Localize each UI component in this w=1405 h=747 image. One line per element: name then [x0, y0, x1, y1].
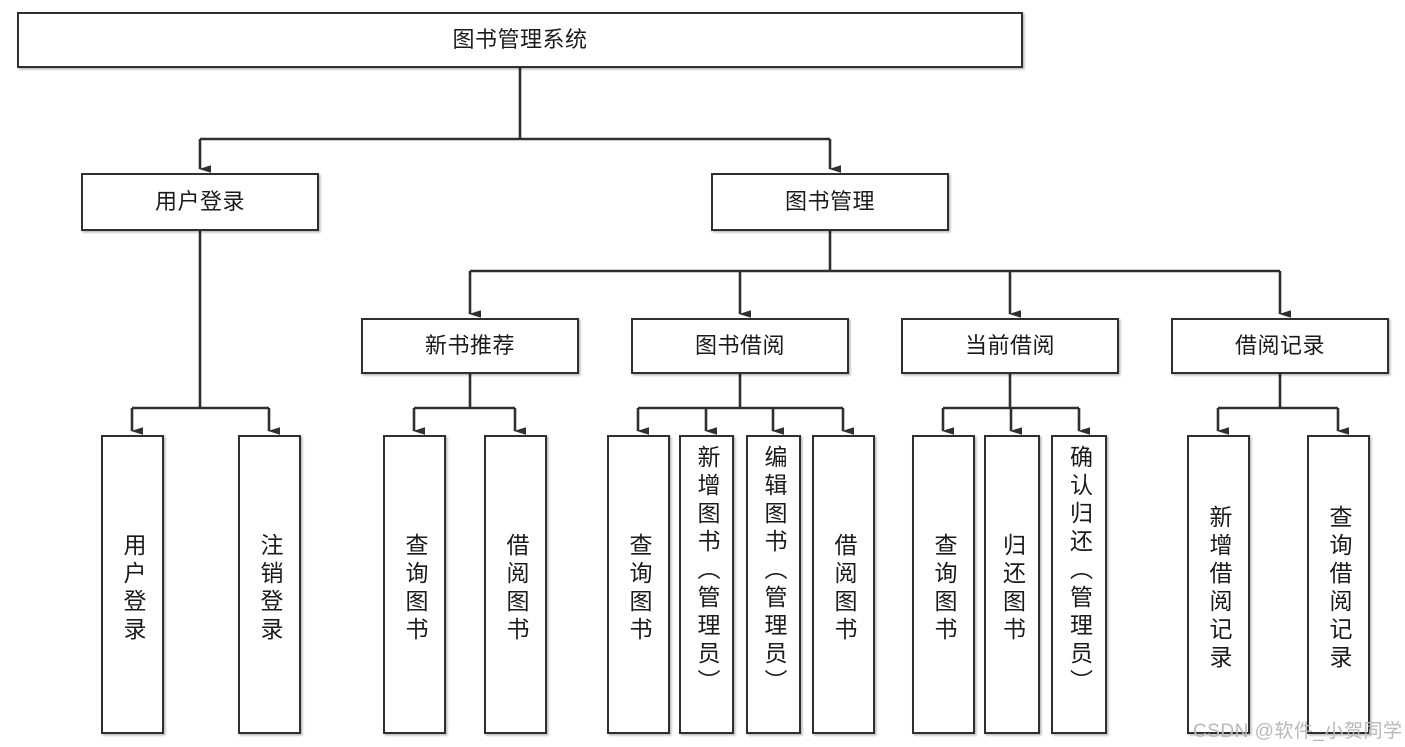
node-book-management[interactable]: 图书管理 — [711, 173, 949, 231]
leaf-return-book[interactable]: 归还图书 — [984, 435, 1040, 734]
leaf-borrow-book-label: 借阅图书 — [831, 532, 857, 645]
edge-group-root — [198, 68, 841, 173]
node-current-borrow-label: 当前借阅 — [964, 333, 1055, 359]
leaf-borrow-book[interactable]: 借阅图书 — [812, 435, 875, 734]
node-new-book-recommend[interactable]: 新书推荐 — [361, 318, 579, 374]
leaf-query-book-recommend-label: 查询图书 — [402, 532, 428, 645]
node-user-login[interactable]: 用户登录 — [81, 173, 319, 231]
leaf-confirm-return-admin[interactable]: 确认归还（管理员） — [1051, 435, 1107, 734]
leaf-user-login-label: 用户登录 — [120, 532, 146, 645]
node-user-login-label: 用户登录 — [154, 189, 245, 215]
leaf-query-book-current-label: 查询图书 — [931, 532, 957, 645]
leaf-query-book-borrow-label: 查询图书 — [626, 532, 652, 645]
leaf-query-borrow-record-label: 查询借阅记录 — [1326, 504, 1352, 673]
leaf-query-book-borrow[interactable]: 查询图书 — [607, 435, 670, 734]
leaf-add-book-admin-label: 新增图书（管理员） — [694, 445, 720, 697]
node-root-label: 图书管理系统 — [452, 27, 588, 53]
edge-group-borrow-record — [1216, 374, 1349, 435]
node-book-borrow[interactable]: 图书借阅 — [631, 318, 849, 374]
leaf-add-book-admin[interactable]: 新增图书（管理员） — [679, 435, 734, 734]
edge-group-new-book-recommend — [412, 374, 526, 435]
leaf-logout-label: 注销登录 — [257, 532, 283, 645]
leaf-return-book-label: 归还图书 — [999, 532, 1026, 645]
node-root[interactable]: 图书管理系统 — [17, 12, 1023, 68]
leaf-add-borrow-record[interactable]: 新增借阅记录 — [1187, 435, 1250, 734]
leaf-user-login[interactable]: 用户登录 — [101, 435, 164, 734]
node-book-management-label: 图书管理 — [784, 189, 875, 215]
leaf-confirm-return-admin-label: 确认归还（管理员） — [1066, 445, 1093, 697]
leaf-edit-book-admin-label: 编辑图书（管理员） — [761, 445, 787, 697]
edge-group-book-management — [468, 231, 1291, 318]
leaf-borrow-book-recommend[interactable]: 借阅图书 — [484, 435, 547, 734]
leaf-edit-book-admin[interactable]: 编辑图书（管理员） — [746, 435, 801, 734]
leaf-borrow-book-recommend-label: 借阅图书 — [503, 532, 529, 645]
node-borrow-record-label: 借阅记录 — [1234, 333, 1325, 359]
edge-group-book-borrow — [636, 374, 854, 435]
leaf-query-borrow-record[interactable]: 查询借阅记录 — [1307, 435, 1370, 734]
leaf-add-borrow-record-label: 新增借阅记录 — [1206, 504, 1232, 673]
node-borrow-record[interactable]: 借阅记录 — [1171, 318, 1389, 374]
node-new-book-recommend-label: 新书推荐 — [424, 333, 515, 359]
leaf-logout[interactable]: 注销登录 — [238, 435, 301, 734]
node-book-borrow-label: 图书借阅 — [694, 333, 785, 359]
node-current-borrow[interactable]: 当前借阅 — [901, 318, 1119, 374]
csdn-watermark: CSDN @软件_小贺同学 — [1193, 721, 1403, 742]
edge-group-current-borrow — [941, 374, 1090, 435]
leaf-query-book-current[interactable]: 查询图书 — [912, 435, 975, 734]
leaf-query-book-recommend[interactable]: 查询图书 — [383, 435, 446, 734]
edge-group-user-login — [130, 231, 280, 435]
